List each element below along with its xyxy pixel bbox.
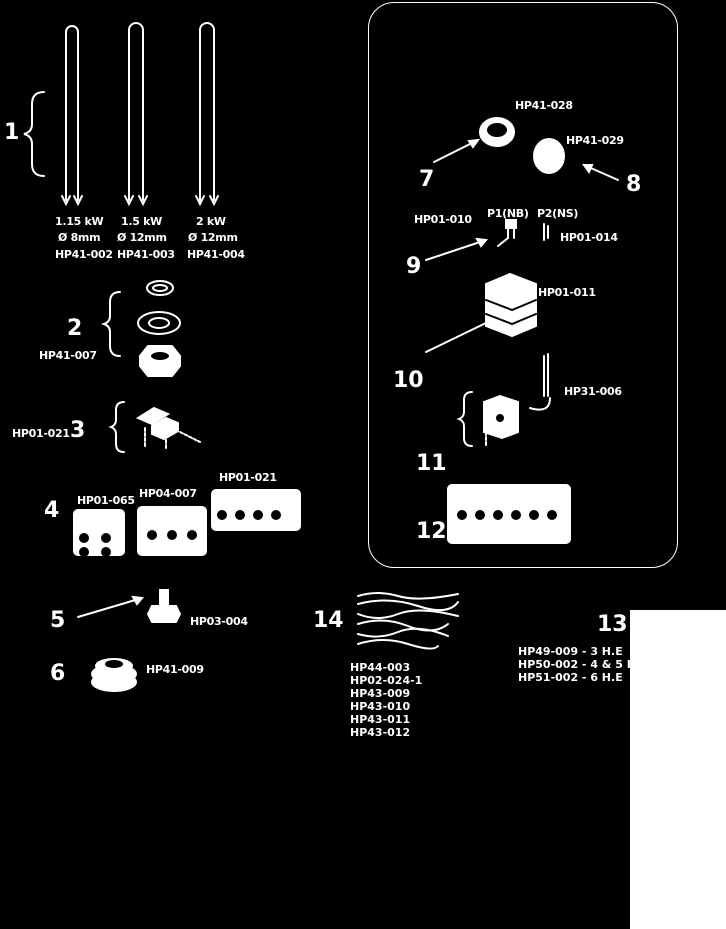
brace-1 <box>23 91 45 177</box>
part-9-code-left: HP01-010 <box>414 213 472 226</box>
part-9-p2: P2(NS) <box>537 207 579 220</box>
part-13-code: HP50-002 - 4 & 5 H.E <box>518 658 648 671</box>
element-2-power: 1.5 kW <box>121 215 162 228</box>
accessory-panel <box>368 2 678 568</box>
element-1-diameter: Ø 8mm <box>58 231 101 244</box>
blank-white-area <box>630 610 726 929</box>
brace-3 <box>108 401 125 453</box>
element-1-code: HP41-002 <box>55 248 113 261</box>
part-2-code: HP41-007 <box>39 349 97 362</box>
item-number-4: 4 <box>44 498 60 523</box>
item-number-11: 11 <box>416 451 447 476</box>
item-number-2: 2 <box>67 316 83 341</box>
part-13-code: HP51-002 - 6 H.E <box>518 671 623 684</box>
heating-element-2 <box>124 22 148 207</box>
heating-element-3 <box>195 22 219 207</box>
item-number-8: 8 <box>626 172 642 197</box>
part-9-p1: P1(NB) <box>487 207 529 220</box>
part-11-code: HP31-006 <box>564 385 622 398</box>
item-number-5: 5 <box>50 608 66 633</box>
part-8-code: HP41-029 <box>566 134 624 147</box>
part-3-code: HP01-021 <box>12 427 70 440</box>
part-10-code: HP01-011 <box>538 286 596 299</box>
part-13-codes: HP49-009 - 3 H.E HP50-002 - 4 & 5 H.E HP… <box>518 645 648 684</box>
part-4a-code: HP01-065 <box>77 494 135 507</box>
part-5-code: HP03-004 <box>190 615 248 628</box>
part-7-code: HP41-028 <box>515 99 573 112</box>
part-14-code: HP43-012 <box>350 726 411 739</box>
item-number-1: 1 <box>4 120 20 145</box>
part-14-codes: HP44-003 HP02-024-1 HP43-009 HP43-010 HP… <box>350 661 422 739</box>
item-number-12: 12 <box>416 519 447 544</box>
element-1-power: 1.15 kW <box>55 215 104 228</box>
part-4b-code: HP04-007 <box>139 487 197 500</box>
part-9-code-right: HP01-014 <box>560 231 618 244</box>
part-14-code: HP43-009 <box>350 687 411 700</box>
element-3-code: HP41-004 <box>187 248 245 261</box>
part-4c-code: HP01-021 <box>219 471 277 484</box>
part-6-code: HP41-009 <box>146 663 204 676</box>
element-3-power: 2 kW <box>196 215 226 228</box>
item-number-3: 3 <box>70 418 86 443</box>
item-number-7: 7 <box>419 167 435 192</box>
part-14-code: HP02-024-1 <box>350 674 423 687</box>
part-14-code: HP43-011 <box>350 713 411 726</box>
item-number-13: 13 <box>597 612 628 637</box>
brace-2 <box>100 291 121 357</box>
brace-11 <box>456 391 473 447</box>
element-2-diameter: Ø 12mm <box>117 231 167 244</box>
heating-element-1 <box>61 25 83 207</box>
element-3-diameter: Ø 12mm <box>188 231 238 244</box>
item-number-6: 6 <box>50 661 66 686</box>
part-13-code: HP49-009 - 3 H.E <box>518 645 623 658</box>
item-number-10: 10 <box>393 368 424 393</box>
item-number-14: 14 <box>313 608 344 633</box>
part-14-code: HP43-010 <box>350 700 411 713</box>
element-2-code: HP41-003 <box>117 248 175 261</box>
item-number-9: 9 <box>406 254 422 279</box>
part-14-code: HP44-003 <box>350 661 411 674</box>
